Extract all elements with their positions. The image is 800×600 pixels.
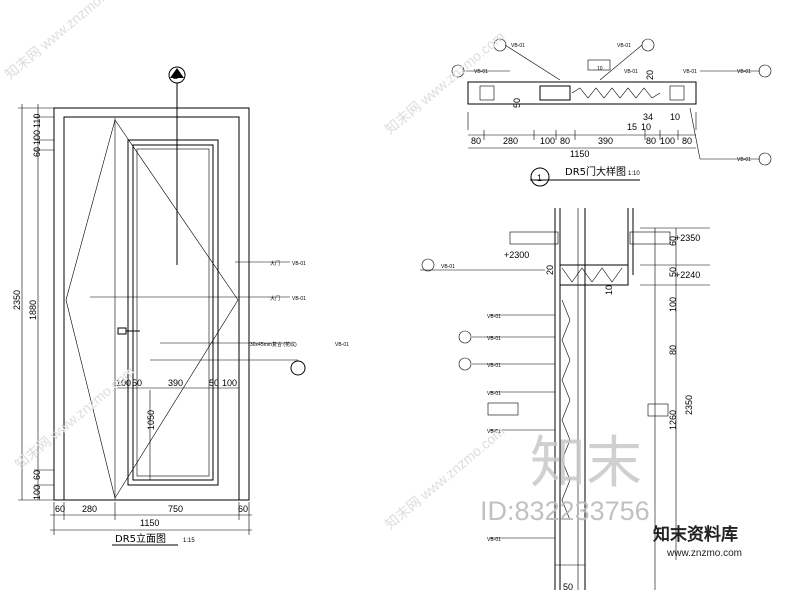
watermark-brand: 知末资料库 xyxy=(652,524,738,545)
section-dim-1: 60 xyxy=(668,236,678,246)
section-tag-2: VB-01 xyxy=(487,314,501,320)
section-tag-5: VB-01 xyxy=(487,391,501,397)
plan-title: DR5门大样图 xyxy=(565,165,626,178)
section-dim-5: 2350 xyxy=(684,395,694,415)
section-detail xyxy=(420,208,710,590)
section-marker-label: 2 xyxy=(173,71,178,81)
dim-panel-3: 390 xyxy=(168,378,183,388)
plan-dim-small-7: 10 xyxy=(597,66,603,72)
plan-tag-4: VB-01 xyxy=(737,69,751,75)
plan-detail-text: 1 DR5门大样图 1:10 80 280 100 80 390 80 100 … xyxy=(471,43,751,183)
watermark-url: www.znzmo.com xyxy=(666,548,742,559)
plan-dim-1: 80 xyxy=(471,136,481,146)
plan-tag-7: VB-01 xyxy=(683,69,697,75)
callout-3-tag: VB-01 xyxy=(335,342,349,348)
dim-left-2: 100 xyxy=(32,130,42,145)
dim-handle: 1050 xyxy=(146,410,156,430)
elevation-text: DR5立面图 1:15 2 60 280 750 60 1150 110 100… xyxy=(12,71,349,545)
dim-left-bottom-2: 100 xyxy=(32,485,42,500)
plan-dim-small-2: 10 xyxy=(641,122,651,132)
plan-marker-label: 1 xyxy=(537,173,542,183)
section-tag-1: VB-01 xyxy=(441,264,455,270)
dim-total-width: 1150 xyxy=(140,518,159,528)
dim-left-inner: 1880 xyxy=(28,300,38,320)
section-dim-3: 100 xyxy=(668,297,678,312)
section-dim-small-1: 10 xyxy=(604,285,614,295)
watermark-logo: 知末 xyxy=(530,431,642,496)
elevation-title: DR5立面图 xyxy=(115,532,166,545)
dim-bottom-1: 60 xyxy=(55,504,65,514)
level-2300: +2300 xyxy=(504,250,529,260)
watermark-id: ID:832233756 xyxy=(480,496,650,526)
plan-dim-7: 100 xyxy=(660,136,675,146)
plan-tag-3: VB-01 xyxy=(624,69,638,75)
dim-bottom-4: 60 xyxy=(238,504,248,514)
section-dim-small-3: 50 xyxy=(563,582,573,592)
callout-2-text: 大门 xyxy=(270,295,280,302)
dim-bottom-2: 280 xyxy=(82,504,97,514)
plan-dim-6: 80 xyxy=(646,136,656,146)
dim-bottom-3: 750 xyxy=(168,504,183,514)
plan-dim-small-6: 10 xyxy=(670,112,680,122)
plan-scale: 1:10 xyxy=(628,171,640,177)
dim-panel-1: 100 xyxy=(116,378,131,388)
elevation-scale: 1:15 xyxy=(183,538,195,544)
plan-dim-5: 390 xyxy=(598,136,613,146)
callout-1-text: 大门 xyxy=(270,260,280,267)
level-2240: +2240 xyxy=(675,270,700,280)
dim-panel-5: 100 xyxy=(222,378,237,388)
section-dim-4: 80 xyxy=(668,345,678,355)
plan-tag-5: VB-01 xyxy=(737,157,751,163)
dim-left-1: 110 xyxy=(32,114,42,128)
section-tag-4: VB-01 xyxy=(487,363,501,369)
dim-left-bottom-1: 60 xyxy=(32,470,42,480)
section-detail-text: +2350 +2300 +2240 60 50 100 80 2350 1260… xyxy=(441,233,700,592)
plan-tag-2: VB-01 xyxy=(617,43,631,49)
plan-dim-small-3: 20 xyxy=(645,70,655,80)
plan-detail xyxy=(451,38,772,187)
plan-dim-8: 80 xyxy=(682,136,692,146)
dim-panel-2: 50 xyxy=(132,378,142,388)
callout-2-tag: VB-01 xyxy=(292,296,306,302)
dim-left-3: 60 xyxy=(32,147,42,157)
plan-dim-total: 1150 xyxy=(570,149,589,159)
plan-tag-6: VB-01 xyxy=(474,69,488,75)
plan-dim-2: 280 xyxy=(503,136,518,146)
watermark: 知末 ID:832233756 知末资料库 www.znzmo.com 知末网 … xyxy=(2,0,742,559)
level-2350: +2350 xyxy=(675,233,700,243)
dim-panel-4: 50 xyxy=(209,378,219,388)
plan-dim-small-1: 15 xyxy=(627,122,637,132)
plan-dim-3: 100 xyxy=(540,136,555,146)
section-tag-6: VB-01 xyxy=(487,429,501,435)
watermark-tile-3: 知末网 www.znzmo.com xyxy=(382,28,508,137)
callout-1-tag: VB-01 xyxy=(292,261,306,267)
section-tag-3: VB-01 xyxy=(487,336,501,342)
section-dim-6: 1260 xyxy=(668,410,678,430)
plan-dim-small-4: 50 xyxy=(512,98,522,108)
door-elevation xyxy=(18,66,306,546)
section-tag-7: VB-01 xyxy=(487,537,501,543)
plan-dim-4: 80 xyxy=(560,136,570,146)
watermark-tile-1: 知末网 www.znzmo.com xyxy=(2,0,128,82)
section-dim-2: 50 xyxy=(668,267,678,277)
plan-tag-1: VB-01 xyxy=(511,43,525,49)
section-dim-small-2: 20 xyxy=(545,265,555,275)
dim-left-total: 2350 xyxy=(12,290,22,310)
callout-3-text: 30x45mm复合 (花纹) xyxy=(250,341,297,348)
watermark-tile-2: 知末网 www.znzmo.com xyxy=(12,363,138,472)
plan-dim-small-5: 34 xyxy=(643,112,653,122)
